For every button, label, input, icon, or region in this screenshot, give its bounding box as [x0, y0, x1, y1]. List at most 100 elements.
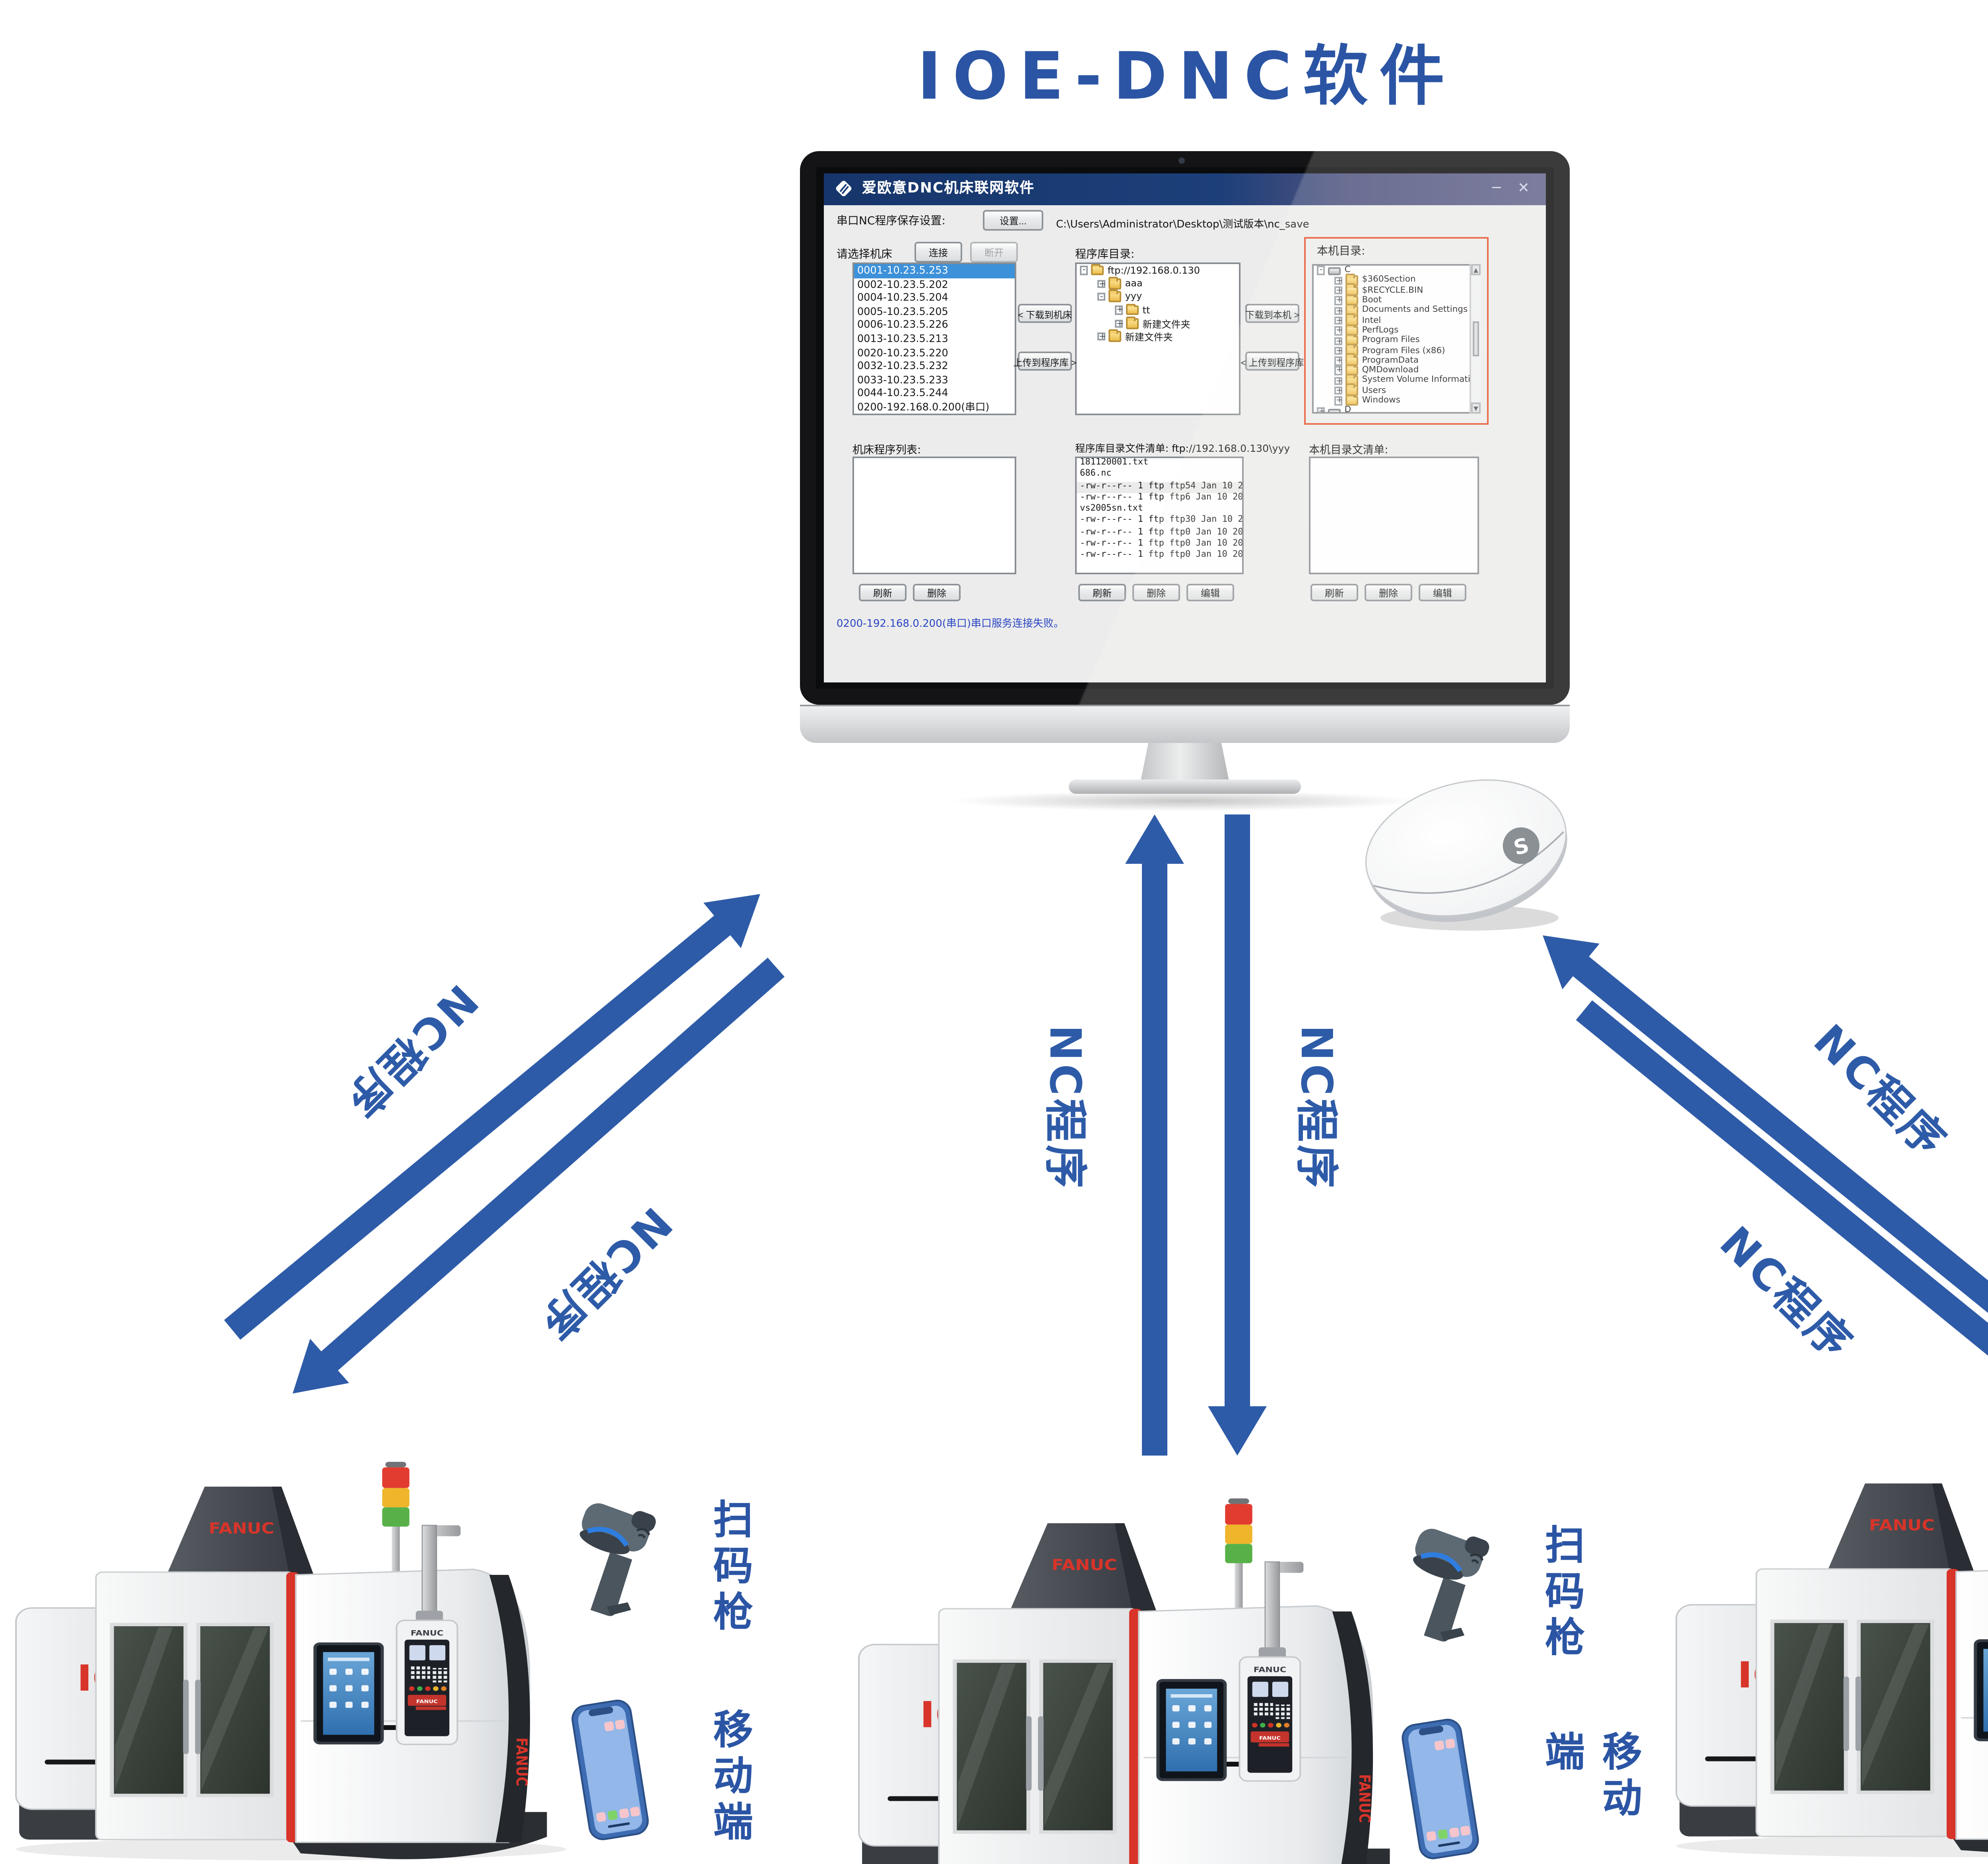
tree-expander-icon[interactable]: +: [1097, 280, 1106, 289]
library-tree-item[interactable]: + tt: [1077, 303, 1239, 317]
scrollbar-thumb[interactable]: [1472, 321, 1480, 357]
folder-icon: [1328, 268, 1342, 275]
file-row[interactable]: vs2005sn.txt: [1080, 504, 1143, 514]
settings-button[interactable]: 设置...: [983, 210, 1043, 231]
machine-list-item[interactable]: 0200-192.168.0.200(串口): [857, 400, 990, 414]
action-button[interactable]: 编辑: [1186, 584, 1234, 601]
local-tree-item[interactable]: + $RECYCLE.BIN: [1314, 284, 1470, 296]
library-tree-item[interactable]: + 新建文件夹: [1077, 317, 1239, 330]
upload-to-library-left-button[interactable]: 上传到程序库 >: [1013, 352, 1077, 371]
minimize-button[interactable]: ─: [1492, 181, 1501, 197]
action-button[interactable]: 刷新: [859, 584, 907, 601]
upload-to-library-right-button[interactable]: < 上传到程序库: [1241, 352, 1304, 371]
tree-expander-icon[interactable]: -: [1097, 293, 1106, 302]
local-tree-item[interactable]: + Windows: [1314, 394, 1470, 406]
download-to-machine-button[interactable]: < 下载到机床: [1018, 304, 1072, 323]
tree-expander-icon[interactable]: +: [1334, 387, 1343, 396]
machine-list-item[interactable]: 0002-10.23.5.202: [857, 278, 948, 291]
library-tree-item[interactable]: + 新建文件夹: [1077, 330, 1239, 344]
tree-expander-icon[interactable]: +: [1334, 346, 1343, 356]
local-tree-item[interactable]: + Users: [1314, 384, 1470, 396]
local-tree[interactable]: - C + $360Section + $RECYCLE.BIN +: [1312, 264, 1470, 414]
machine-list-item[interactable]: 0005-10.23.5.205: [857, 305, 948, 318]
file-row[interactable]: 181120001.txt: [1080, 458, 1149, 468]
folder-icon: [1345, 394, 1359, 406]
scanner-gun-icon: [560, 1495, 658, 1619]
local-tree-item[interactable]: + D: [1314, 406, 1470, 412]
local-tree-item[interactable]: + Program Files: [1314, 334, 1470, 346]
tree-expander-icon[interactable]: +: [1097, 332, 1106, 342]
tree-expander-icon[interactable]: +: [1115, 319, 1124, 328]
local-files-list[interactable]: [1309, 457, 1479, 574]
disconnect-button[interactable]: 断开: [970, 242, 1018, 262]
action-button[interactable]: 删除: [913, 584, 961, 601]
tree-expander-icon[interactable]: +: [1334, 306, 1343, 316]
select-machine-label: 请选择机床: [837, 248, 892, 261]
download-to-local-button[interactable]: 下载到本机 >: [1245, 304, 1299, 323]
serial-save-label: 串口NC程序保存设置:: [837, 215, 945, 227]
machine-list-item[interactable]: 0032-10.23.5.232: [857, 360, 948, 373]
tree-expander-icon[interactable]: +: [1334, 326, 1343, 336]
tree-expander-icon[interactable]: -: [1080, 266, 1089, 276]
action-button[interactable]: 刷新: [1078, 584, 1126, 601]
library-tree-item[interactable]: - ftp://192.168.0.130: [1077, 264, 1239, 277]
tree-expander-icon[interactable]: +: [1317, 406, 1326, 412]
local-tree-item[interactable]: + PerfLogs: [1314, 324, 1470, 336]
tree-expander-icon[interactable]: +: [1334, 316, 1343, 326]
library-tree[interactable]: - ftp://192.168.0.130 + aaa - yyy + tt +: [1075, 262, 1241, 415]
file-row[interactable]: 686.nc: [1080, 470, 1112, 480]
local-tree-item[interactable]: + QMDownload: [1314, 364, 1470, 376]
machine-list-item[interactable]: 0006-10.23.5.226: [857, 319, 948, 332]
scanner-label: 扫码枪: [1540, 1524, 1586, 1662]
tree-expander-icon[interactable]: +: [1334, 336, 1343, 346]
tree-expander-icon[interactable]: +: [1115, 306, 1124, 315]
tree-expander-icon[interactable]: +: [1334, 397, 1343, 406]
local-tree-item[interactable]: - C: [1314, 266, 1470, 276]
tree-expander-icon[interactable]: +: [1334, 276, 1343, 286]
machine-list-item[interactable]: 0013-10.23.5.213: [857, 332, 948, 345]
library-tree-item[interactable]: + aaa: [1077, 277, 1239, 290]
library-tree-item[interactable]: - yyy: [1077, 290, 1239, 303]
local-tree-item[interactable]: + System Volume Information: [1314, 374, 1470, 386]
local-tree-item[interactable]: + Intel: [1314, 314, 1470, 326]
machine-list-item[interactable]: 0044-10.23.5.244: [857, 387, 948, 400]
local-tree-item[interactable]: + Program Files (x86): [1314, 344, 1470, 356]
local-tree-item[interactable]: + Documents and Settings: [1314, 304, 1470, 316]
local-tree-scrollbar[interactable]: ▲ ▼: [1470, 264, 1481, 414]
local-files-label: 本机目录文清单:: [1309, 444, 1388, 457]
action-button[interactable]: 刷新: [1310, 584, 1358, 601]
machine-list-item[interactable]: 0020-10.23.5.220: [857, 346, 948, 359]
tree-expander-icon[interactable]: -: [1317, 266, 1326, 276]
tree-expander-icon[interactable]: +: [1334, 366, 1343, 376]
local-tree-item[interactable]: + ProgramData: [1314, 354, 1470, 366]
close-button[interactable]: ✕: [1517, 181, 1530, 197]
cnc-machine-middle: [846, 1487, 1422, 1864]
local-tree-item[interactable]: + Boot: [1314, 294, 1470, 306]
action-button[interactable]: 编辑: [1419, 584, 1466, 601]
scroll-up-icon[interactable]: ▲: [1471, 264, 1481, 275]
machine-list-item[interactable]: 0004-10.23.5.204: [857, 291, 948, 304]
monitor-screen: 爱欧意DNC机床联网软件 ─ ✕ 串口NC程序保存设置: 设置... C:\Us…: [816, 167, 1554, 689]
tree-expander-icon[interactable]: +: [1334, 296, 1343, 306]
local-tree-item[interactable]: + $360Section: [1314, 274, 1470, 286]
machine-files-list[interactable]: [852, 457, 1016, 574]
machine-list-item[interactable]: 0001-10.23.5.253: [854, 264, 1015, 278]
tree-expander-icon[interactable]: +: [1334, 376, 1343, 386]
scroll-down-icon[interactable]: ▼: [1471, 402, 1481, 414]
tree-expander-icon[interactable]: +: [1334, 356, 1343, 366]
window-titlebar[interactable]: 爱欧意DNC机床联网软件 ─ ✕: [824, 173, 1546, 205]
machine-files-actions: 刷新删除: [859, 584, 961, 601]
action-button[interactable]: 删除: [1365, 584, 1412, 601]
machine-list-item[interactable]: 0033-10.23.5.233: [857, 373, 948, 386]
action-button[interactable]: 删除: [1132, 584, 1180, 601]
tree-expander-icon[interactable]: +: [1334, 286, 1343, 295]
connect-button[interactable]: 连接: [914, 242, 962, 262]
